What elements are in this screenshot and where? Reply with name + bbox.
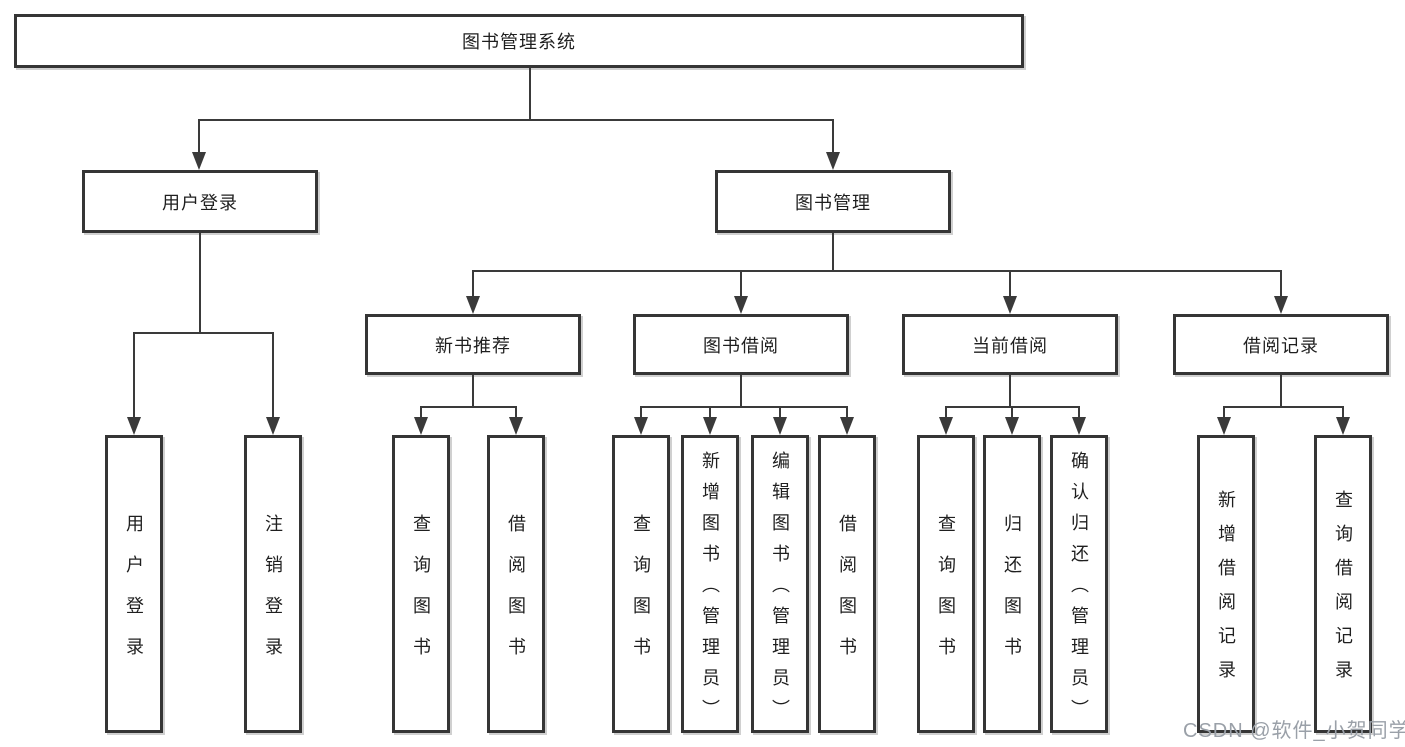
connector-drop [1011,406,1013,418]
connector-drop [515,406,517,418]
connector-drop [1342,406,1344,418]
leaf-query-books-recommend-label: 查询图书 [411,513,431,678]
leaf-return-books: 归还图书 [983,435,1041,733]
node-book-management-label: 图书管理 [795,192,871,213]
connector-book-management-span [472,270,1282,272]
leaf-borrow-books-borrowing: 借阅图书 [818,435,876,733]
connector-root-stem [529,68,531,120]
leaf-confirm-return-admin: 确认归还（管理员） [1050,435,1108,733]
node-root: 图书管理系统 [14,14,1024,68]
connector-to-current-borrowing [1009,270,1011,298]
node-current-borrowing-label: 当前借阅 [972,335,1048,356]
arrowhead-down-icon [634,417,648,435]
connector-to-user-login [198,119,200,153]
connector-to-leaf-logout [272,332,274,418]
node-root-label: 图书管理系统 [462,32,576,52]
arrowhead-down-icon [703,417,717,435]
arrowhead-down-icon [1005,417,1019,435]
connector-drop [1223,406,1225,418]
connector-drop [420,406,422,418]
node-book-borrowing: 图书借阅 [633,314,849,375]
arrowhead-down-icon [466,296,480,314]
node-user-login-label: 用户登录 [162,192,238,213]
arrowhead-down-icon [734,296,748,314]
node-book-management: 图书管理 [715,170,951,233]
connector-stem [472,375,474,408]
connector-drop [1078,406,1080,418]
arrowhead-down-icon [127,417,141,435]
connector-user-login-span [133,332,274,334]
arrowhead-down-icon [1003,296,1017,314]
arrowhead-down-icon [773,417,787,435]
leaf-return-books-label: 归还图书 [1002,513,1022,678]
arrowhead-down-icon [840,417,854,435]
connector-stem [1009,375,1011,408]
connector-drop [779,406,781,418]
leaf-query-books-recommend: 查询图书 [392,435,450,733]
leaf-add-book-admin-label: 新增图书（管理员） [700,451,720,730]
node-new-book-recommend: 新书推荐 [365,314,581,375]
connector-user-login-stem [199,233,201,334]
arrowhead-down-icon [266,417,280,435]
connector-root-span [198,119,834,121]
leaf-borrow-books-recommend-label: 借阅图书 [506,513,526,678]
arrowhead-down-icon [826,152,840,170]
arrowhead-down-icon [414,417,428,435]
arrowhead-down-icon [1217,417,1231,435]
connector-to-book-borrowing [740,270,742,298]
connector-drop [640,406,642,418]
node-borrowing-records-label: 借阅记录 [1243,335,1319,356]
connector-book-management-stem [832,233,834,272]
leaf-logout-label: 注销登录 [263,513,283,678]
leaf-query-books-current-label: 查询图书 [936,513,956,678]
arrowhead-down-icon [509,417,523,435]
arrowhead-down-icon [1072,417,1086,435]
csdn-watermark: CSDN @软件_小贺同学 [1183,720,1405,742]
leaf-query-books-borrowing: 查询图书 [612,435,670,733]
connector-drop [945,406,947,418]
leaf-user-login-label: 用户登录 [124,513,144,678]
arrowhead-down-icon [1336,417,1350,435]
node-borrowing-records: 借阅记录 [1173,314,1389,375]
leaf-add-book-admin: 新增图书（管理员） [681,435,739,733]
leaf-query-books-current: 查询图书 [917,435,975,733]
connector-to-new-book-recommend [472,270,474,298]
connector-span [1223,406,1344,408]
leaf-edit-book-admin: 编辑图书（管理员） [751,435,809,733]
connector-span [640,406,848,408]
leaf-add-borrow-record-label: 新增借阅记录 [1216,490,1236,694]
connector-to-leaf-user-login [133,332,135,418]
arrowhead-down-icon [939,417,953,435]
connector-span [420,406,517,408]
node-user-login: 用户登录 [82,170,318,233]
leaf-borrow-books-borrowing-label: 借阅图书 [837,513,857,678]
leaf-borrow-books-recommend: 借阅图书 [487,435,545,733]
connector-stem [740,375,742,408]
connector-to-borrowing-records [1280,270,1282,298]
connector-stem [1280,375,1282,408]
node-new-book-recommend-label: 新书推荐 [435,335,511,356]
leaf-query-borrow-record: 查询借阅记录 [1314,435,1372,733]
arrowhead-down-icon [1274,296,1288,314]
leaf-user-login: 用户登录 [105,435,163,733]
leaf-query-borrow-record-label: 查询借阅记录 [1333,490,1353,694]
node-book-borrowing-label: 图书借阅 [703,335,779,356]
connector-drop [709,406,711,418]
connector-drop [846,406,848,418]
leaf-add-borrow-record: 新增借阅记录 [1197,435,1255,733]
node-current-borrowing: 当前借阅 [902,314,1118,375]
arrowhead-down-icon [192,152,206,170]
leaf-edit-book-admin-label: 编辑图书（管理员） [770,451,790,730]
leaf-query-books-borrowing-label: 查询图书 [631,513,651,678]
connector-to-book-management [832,119,834,153]
leaf-confirm-return-admin-label: 确认归还（管理员） [1069,451,1089,730]
leaf-logout: 注销登录 [244,435,302,733]
